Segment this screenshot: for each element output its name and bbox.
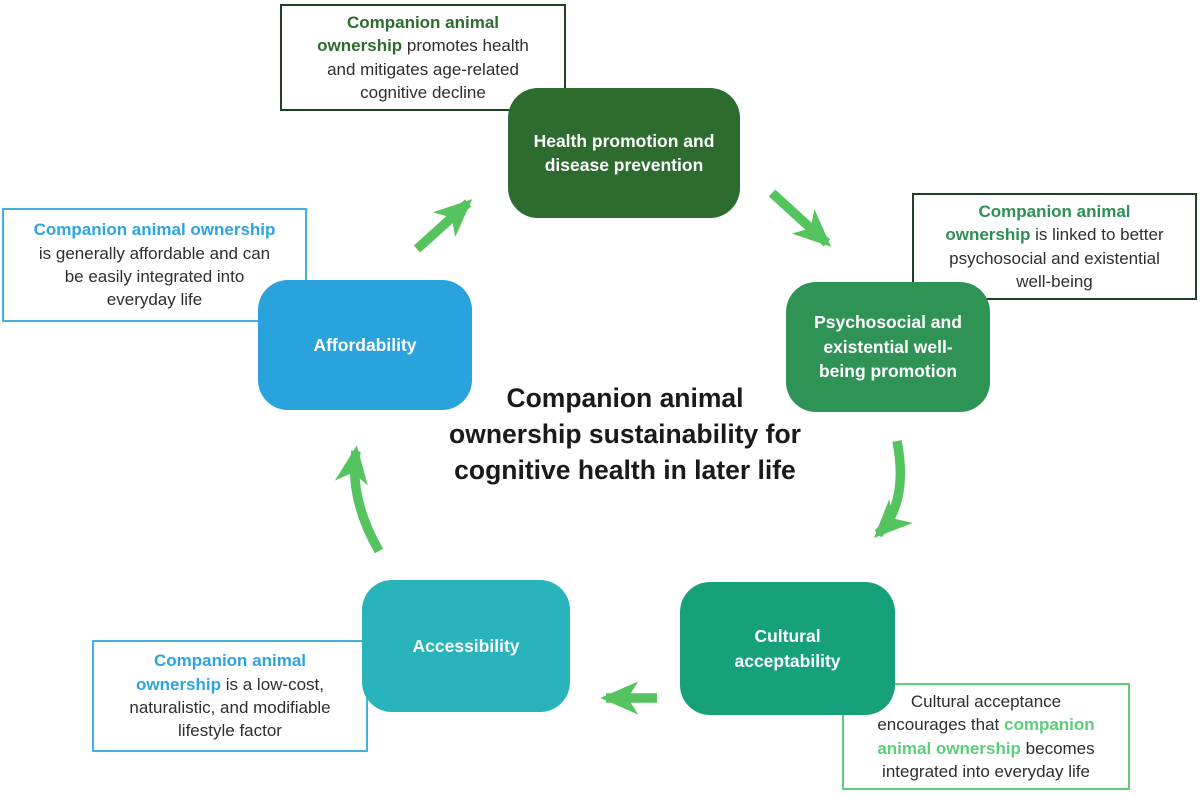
arrow-psychosocial-to-cultural-icon (873, 440, 913, 539)
annotation-cultural-acceptance: Cultural acceptance encourages that comp… (842, 683, 1130, 790)
node-label: Cultural acceptability (734, 626, 841, 671)
arrow-accessibility-to-affordability-icon (334, 445, 384, 554)
annotation-pre: Cultural acceptance encourages that (877, 691, 1062, 735)
node-label: Health promotion and disease prevention (533, 130, 715, 176)
annotation-highlight: Companion animal ownership (136, 651, 307, 694)
annotation-post: is a low-cost, naturalistic, and modifia… (129, 674, 331, 741)
annotation-affordability: Companion animal ownership is generally … (2, 208, 307, 322)
annotation-post: is linked to better psychosocial and exi… (949, 225, 1164, 291)
diagram-title: Companion animal ownership sustainabilit… (449, 383, 801, 486)
annotation-text: Cultural acceptance encourages that comp… (850, 690, 1122, 784)
arrow-affordability-to-health-icon (413, 199, 473, 253)
annotation-text: Companion animal ownership promotes heal… (288, 11, 558, 105)
node-health-promotion: Health promotion and disease prevention (508, 88, 740, 218)
node-label: Accessibility (412, 635, 520, 656)
annotation-highlight: Companion animal ownership (945, 201, 1131, 245)
node-cultural-acceptability: Cultural acceptability (680, 582, 895, 715)
annotation-post: promotes health and mitigates age-relate… (327, 36, 529, 102)
annotation-post: is generally affordable and can be easil… (38, 243, 271, 310)
node-accessibility: Accessibility (362, 580, 570, 712)
annotation-highlight: Companion animal ownership (33, 220, 276, 240)
node-psychosocial-wellbeing: Psychosocial and existential well- being… (786, 282, 990, 412)
annotation-highlight: Companion animal ownership (317, 12, 500, 56)
annotation-health-promotion: Companion animal ownership promotes heal… (280, 4, 566, 111)
annotation-text: Companion animal ownership is a low-cost… (100, 649, 360, 743)
node-affordability: Affordability (258, 280, 472, 410)
annotation-highlight: companion animal ownership (877, 715, 1095, 758)
annotation-text: Companion animal ownership is generally … (10, 218, 299, 312)
node-label: Affordability (313, 334, 417, 355)
arrow-health-to-psychosocial-icon (768, 189, 832, 247)
annotation-text: Companion animal ownership is linked to … (920, 200, 1189, 294)
annotation-accessibility: Companion animal ownership is a low-cost… (92, 640, 368, 752)
node-label: Psychosocial and existential well- being… (814, 312, 962, 382)
annotation-post: becomes integrated into everyday life (882, 738, 1095, 781)
